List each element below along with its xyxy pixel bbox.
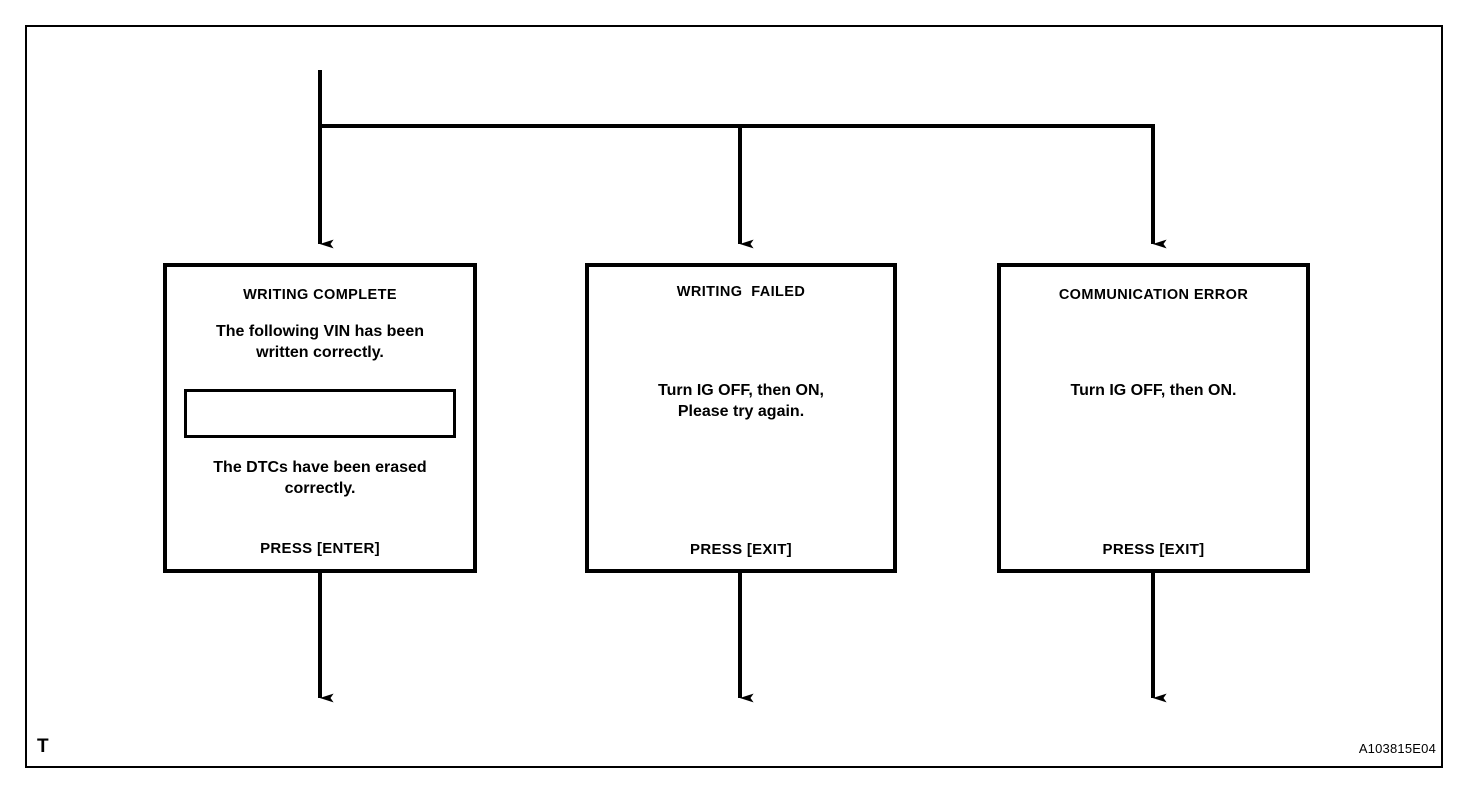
screen-title-writing-failed: WRITING FAILED [676,284,806,300]
vin-value-field[interactable] [184,389,456,438]
screen-message-ig-cycle-instruction: Turn IG OFF, then ON. [1070,382,1237,399]
screen-footer-press-exit-error: PRESS [EXIT] [1102,541,1205,558]
screen-box-writing-complete: WRITING COMPLETE The following VIN has b… [163,263,477,573]
screen-box-writing-failed: WRITING FAILED Turn IG OFF, then ON, Ple… [585,263,897,573]
screen-title-communication-error: COMMUNICATION ERROR [1058,287,1249,303]
diagram-outer-frame [25,25,1443,768]
screen-footer-press-enter: PRESS [ENTER] [260,540,380,557]
screen-message-vin-written: The following VIN has been written corre… [215,323,424,362]
screen-box-communication-error: COMMUNICATION ERROR Turn IG OFF, then ON… [997,263,1310,573]
screen-title-writing-complete: WRITING COMPLETE [243,287,397,303]
diagram-corner-label: T [37,736,49,757]
screen-message-dtcs-erased: The DTCs have been erased correctly. [213,459,427,498]
screen-message-retry-instruction: Turn IG OFF, then ON, Please try again. [658,382,824,421]
screen-footer-press-exit-failed: PRESS [EXIT] [690,541,792,558]
figure-reference-code: A103815E04 [1358,741,1436,756]
